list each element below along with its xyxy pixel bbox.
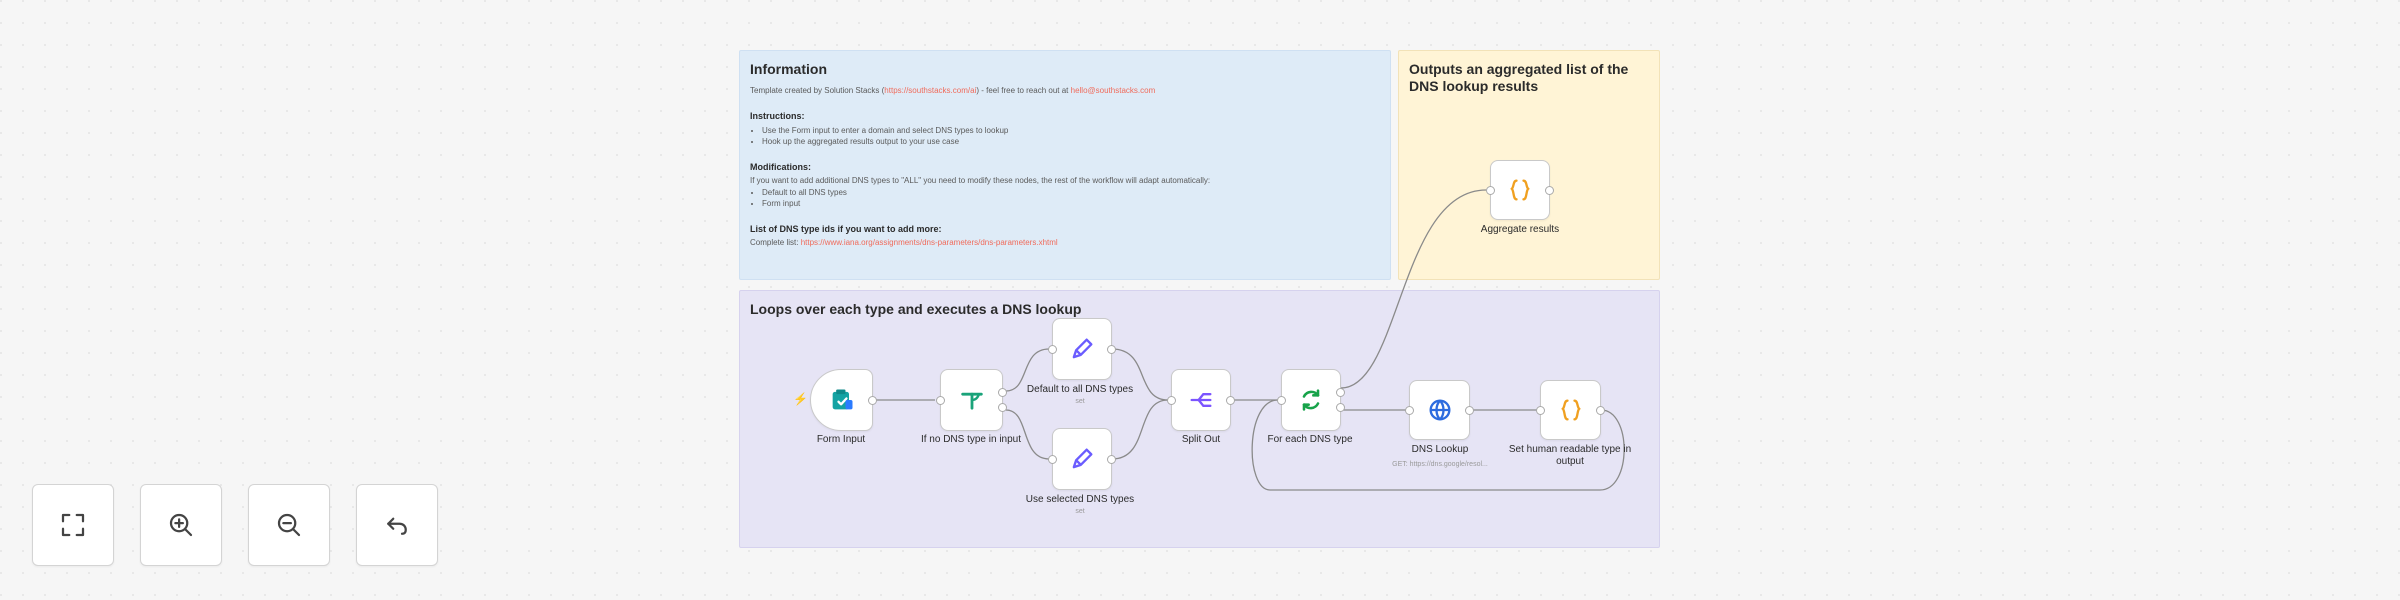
node-default-all[interactable] xyxy=(1048,318,1116,380)
note-created-line: Template created by Solution Stacks (htt… xyxy=(750,86,1380,97)
created-mid: ) - feel free to reach out at xyxy=(976,85,1071,95)
node-sub-default-all: set xyxy=(1075,398,1085,405)
node-label-split-out: Split Out xyxy=(1181,434,1221,445)
split-icon xyxy=(1187,386,1215,414)
instruction-item: Use the Form input to enter a domain and… xyxy=(762,125,1380,137)
output-port-loop[interactable] xyxy=(1336,403,1345,412)
reset-zoom-button[interactable] xyxy=(356,484,438,566)
input-port[interactable] xyxy=(1486,185,1495,195)
node-label-default-all: Default to all DNS types xyxy=(1026,384,1134,395)
node-label-for-each: For each DNS type xyxy=(1267,434,1353,445)
braces-icon xyxy=(1557,396,1585,424)
complete-list-line: Complete list: https://www.iana.org/assi… xyxy=(750,238,1380,249)
modification-item: Default to all DNS types xyxy=(762,187,1380,199)
node-if-no-dns[interactable] xyxy=(936,369,1007,431)
node-set-human[interactable] xyxy=(1536,380,1605,440)
output-port[interactable] xyxy=(1107,344,1116,354)
sticky-note-information[interactable]: Information Template created by Solution… xyxy=(739,50,1391,280)
output-port[interactable] xyxy=(1596,405,1605,415)
output-port[interactable] xyxy=(1226,395,1235,405)
node-for-each[interactable] xyxy=(1277,369,1345,431)
note-title: Outputs an aggregated list of the DNS lo… xyxy=(1409,61,1629,94)
modifications-list: Default to all DNS types Form input xyxy=(750,187,1380,210)
complete-list-prefix: Complete list: xyxy=(750,237,801,247)
output-port[interactable] xyxy=(1107,454,1116,464)
pencil-icon xyxy=(1068,335,1096,363)
globe-icon xyxy=(1426,396,1454,424)
form-icon xyxy=(828,386,856,414)
zoom-out-button[interactable] xyxy=(248,484,330,566)
trigger-bolt-icon: ⚡ xyxy=(793,392,808,406)
pencil-icon xyxy=(1068,445,1096,473)
created-link[interactable]: https://southstacks.com/ai xyxy=(884,85,977,95)
output-port[interactable] xyxy=(1545,185,1554,195)
modifications-heading: Modifications: xyxy=(750,161,811,172)
output-port[interactable] xyxy=(1465,405,1474,415)
input-port[interactable] xyxy=(1405,405,1414,415)
instructions-list: Use the Form input to enter a domain and… xyxy=(750,125,1380,148)
modification-item: Form input xyxy=(762,198,1380,210)
input-port[interactable] xyxy=(1167,395,1176,405)
node-split-out[interactable] xyxy=(1167,369,1235,431)
input-port[interactable] xyxy=(1277,395,1286,405)
instructions-heading: Instructions: xyxy=(750,110,805,121)
canvas-controls xyxy=(32,484,438,566)
complete-list-link[interactable]: https://www.iana.org/assignments/dns-par… xyxy=(800,237,1058,247)
list-heading: List of DNS type ids if you want to add … xyxy=(750,223,942,234)
created-email[interactable]: hello@southstacks.com xyxy=(1070,85,1156,95)
node-label-use-selected: Use selected DNS types xyxy=(1025,494,1135,505)
node-label-set-human-text: Set human readable type in output xyxy=(1508,444,1632,467)
loop-icon xyxy=(1297,386,1325,414)
created-prefix: Template created by Solution Stacks ( xyxy=(750,85,885,95)
note-title: Information xyxy=(750,61,827,77)
braces-icon xyxy=(1506,176,1534,204)
if-branch-icon xyxy=(958,386,986,414)
input-port[interactable] xyxy=(1536,405,1545,415)
node-aggregate[interactable] xyxy=(1486,160,1554,220)
undo-icon xyxy=(387,517,407,535)
modifications-text: If you want to add additional DNS types … xyxy=(750,175,1211,185)
output-port-done[interactable] xyxy=(1336,388,1345,397)
fit-view-icon xyxy=(61,513,85,537)
fit-view-button[interactable] xyxy=(32,484,114,566)
node-label-set-human: Set human readable type in output xyxy=(1505,444,1635,467)
instruction-item: Hook up the aggregated results output to… xyxy=(762,136,1380,148)
input-port[interactable] xyxy=(936,395,945,405)
output-port-false[interactable] xyxy=(998,403,1007,412)
zoom-in-button[interactable] xyxy=(140,484,222,566)
note-title: Loops over each type and executes a DNS … xyxy=(750,301,1082,317)
input-port[interactable] xyxy=(1048,454,1057,464)
node-label-dns-lookup: DNS Lookup xyxy=(1411,444,1469,455)
node-sub-dns-lookup: GET: https://dns.google/resol... xyxy=(1392,461,1488,468)
node-form-input[interactable]: ⚡ xyxy=(793,369,877,431)
node-label-aggregate: Aggregate results xyxy=(1480,224,1560,235)
zoom-in-icon xyxy=(169,513,193,537)
node-use-selected[interactable] xyxy=(1048,428,1116,490)
node-label-form-input: Form Input xyxy=(816,434,866,445)
input-port[interactable] xyxy=(1048,344,1057,354)
node-dns-lookup[interactable] xyxy=(1405,380,1474,440)
node-label-if-no-dns: If no DNS type in input xyxy=(920,434,1022,445)
output-port-true[interactable] xyxy=(998,388,1007,397)
node-sub-use-selected: set xyxy=(1075,508,1085,515)
output-port[interactable] xyxy=(868,395,877,405)
zoom-out-icon xyxy=(277,513,301,537)
